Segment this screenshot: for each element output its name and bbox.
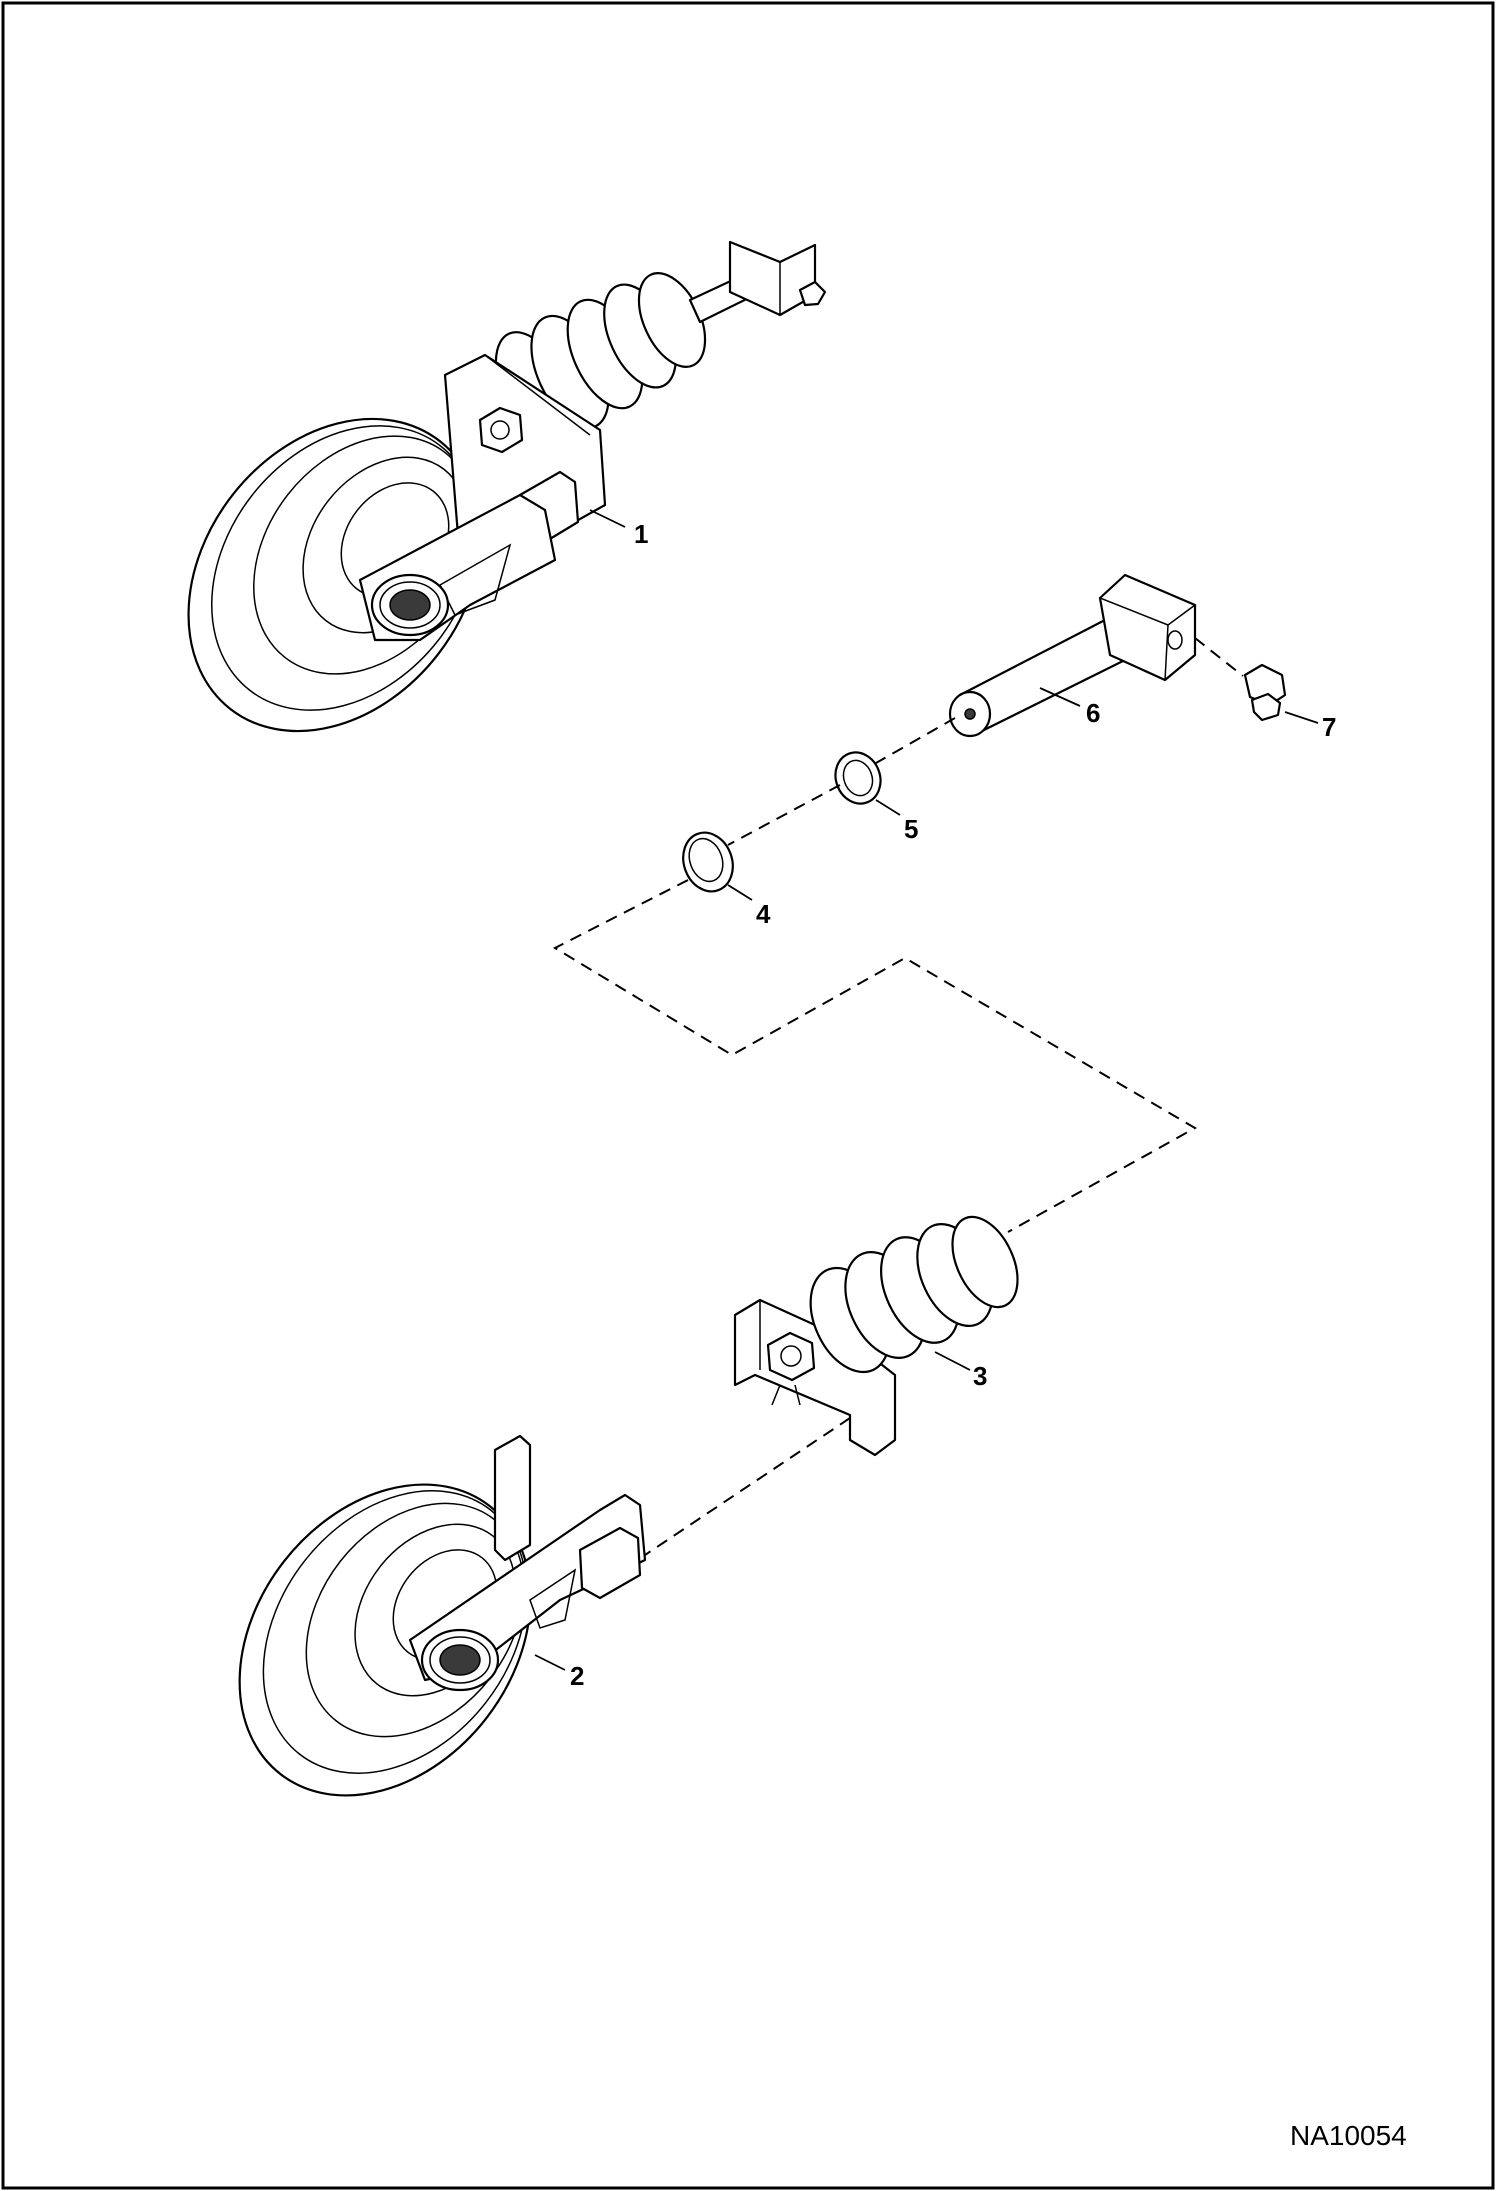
callout-1-leader	[589, 509, 626, 528]
callout-4-leader	[727, 884, 753, 901]
part-2-idler-wheel: 2	[238, 1434, 647, 1797]
callout-7-leader	[1284, 711, 1319, 724]
callout-6: 6	[1086, 698, 1100, 728]
part-5-ring: 5	[834, 751, 918, 844]
callout-2-leader	[534, 1654, 566, 1671]
figure-reference-id: NA10054	[1290, 2120, 1407, 2151]
callout-7: 7	[1322, 712, 1336, 742]
callout-3-leader	[934, 1351, 971, 1371]
callout-3: 3	[973, 1361, 987, 1391]
callout-5-leader	[875, 799, 901, 816]
part-3-spring-assembly: 3	[733, 1215, 1019, 1457]
callout-6-leader	[1039, 687, 1081, 707]
callout-4: 4	[756, 899, 771, 929]
part-6-pin: 6	[948, 573, 1197, 738]
assembly-lines	[552, 637, 1244, 1556]
part-1-idler-assembly: 1	[187, 240, 827, 733]
part-7-fitting: 7	[1243, 663, 1336, 742]
part-4-seal: 4	[682, 831, 771, 929]
callout-5: 5	[904, 814, 918, 844]
callout-1: 1	[634, 519, 648, 549]
callout-2: 2	[570, 1661, 584, 1691]
